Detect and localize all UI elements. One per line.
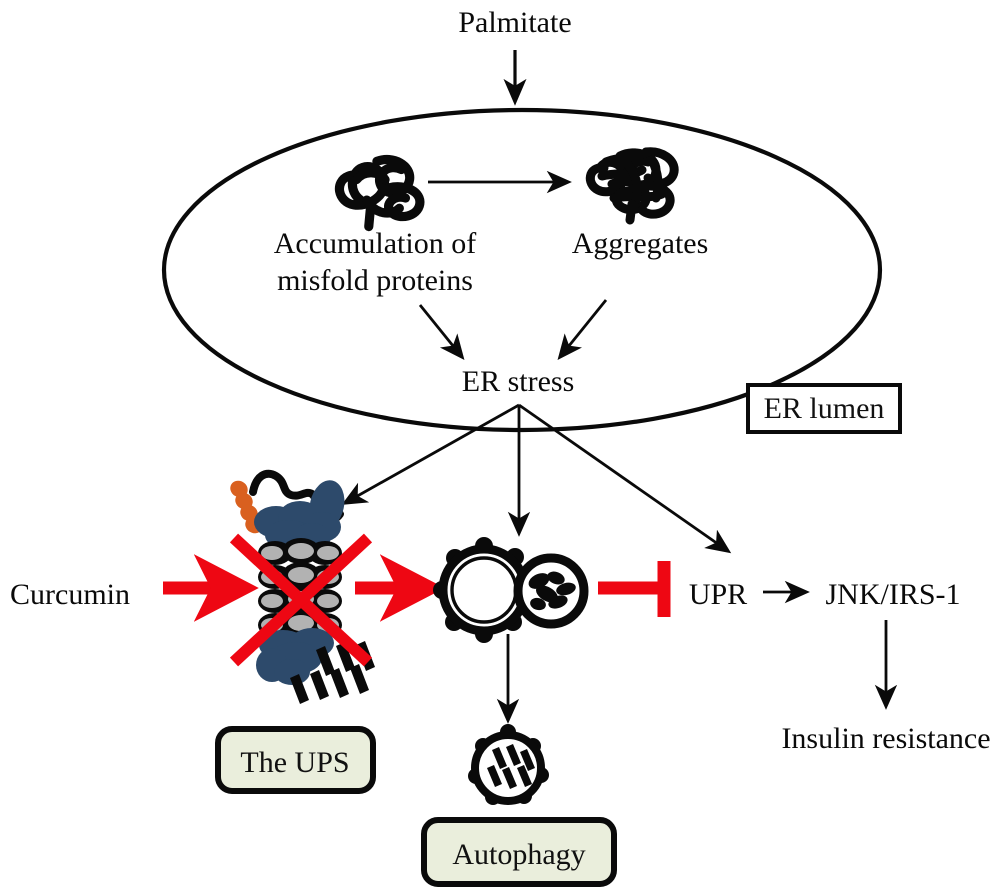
node-label-curcumin: Curcumin xyxy=(10,578,130,611)
node-label-aggregates: Aggregates xyxy=(572,227,709,260)
er-lumen-label-box: ER lumen xyxy=(746,383,902,434)
proteasome-cap-top xyxy=(254,480,345,551)
misfolded-protein-icon xyxy=(334,155,425,232)
er-lumen-label-text: ER lumen xyxy=(764,392,885,425)
the-ups-label-box: The UPS xyxy=(215,726,376,794)
autophagosome-icon xyxy=(433,537,589,643)
edge-misfolded-to-erstress xyxy=(418,304,465,361)
edge-erstress-to-proteasome xyxy=(341,403,520,505)
the-ups-label-text: The UPS xyxy=(240,746,349,779)
peptide-fragments-icon xyxy=(290,641,375,704)
red-inhibition-icon xyxy=(598,561,671,617)
node-label-misfolded-line2: misfold proteins xyxy=(277,264,473,297)
proteasome-icon xyxy=(229,469,375,704)
node-label-upr: UPR xyxy=(689,578,747,611)
node-label-palmitate: Palmitate xyxy=(458,6,571,39)
node-label-misfolded-line1: Accumulation of xyxy=(274,227,476,260)
node-label-jnk-irs1: JNK/IRS-1 xyxy=(825,578,960,611)
er-lumen-membrane xyxy=(161,107,883,433)
autophagosome-inner-membrane xyxy=(450,556,518,624)
edge-aggregates-to-erstress xyxy=(557,299,608,361)
lysosome-cargo xyxy=(528,571,576,611)
node-label-insulin-resistance: Insulin resistance xyxy=(781,722,990,755)
autophagy-label-text: Autophagy xyxy=(452,838,585,871)
autolysosome-degraded-fragments xyxy=(487,744,535,789)
edge-erstress-to-upr xyxy=(518,403,732,554)
autophagy-label-box: Autophagy xyxy=(421,817,617,887)
node-label-er-stress: ER stress xyxy=(462,365,575,398)
autolysosome-icon xyxy=(468,724,549,805)
aggregate-icon xyxy=(585,147,679,225)
